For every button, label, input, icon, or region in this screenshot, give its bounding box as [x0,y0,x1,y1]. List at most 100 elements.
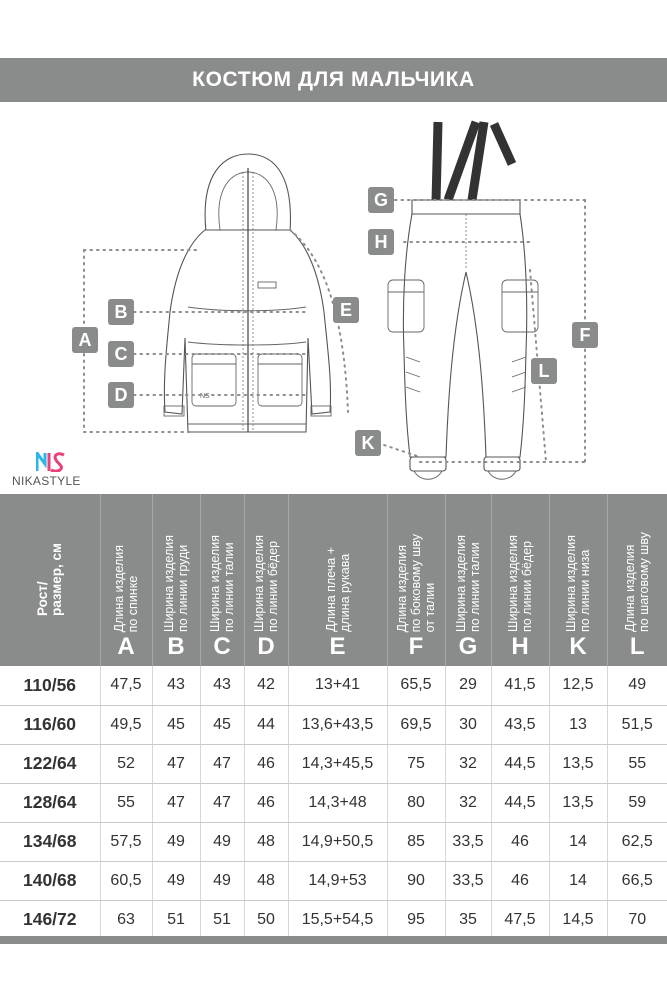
value-cell: 14,5 [549,900,608,939]
label-f: F [572,322,598,348]
value-cell: 46 [244,783,289,823]
bottom-bar [0,936,667,944]
value-cell: 49 [152,822,201,862]
value-cell: 13,5 [549,744,608,784]
label-e: E [333,297,359,323]
svg-text:NS: NS [200,393,210,400]
value-cell: 32 [445,783,492,823]
value-cell: 59 [607,783,667,823]
size-cell: 140/68 [0,861,101,901]
pants-illustration [387,120,539,480]
brand-logo: NIKASTYLE [12,452,92,488]
value-cell: 50 [244,900,289,939]
value-cell: 44 [244,705,289,745]
value-cell: 49 [152,861,201,901]
value-cell: 51 [152,900,201,939]
value-cell: 47,5 [491,900,550,939]
value-cell: 47 [200,744,245,784]
value-cell: 42 [244,666,289,706]
nikastyle-logo-icon [36,452,65,472]
value-cell: 43,5 [491,705,550,745]
label-d: D [108,382,134,408]
value-cell: 14 [549,861,608,901]
value-cell: 57,5 [100,822,153,862]
value-cell: 60,5 [100,861,153,901]
value-cell: 33,5 [445,822,492,862]
size-cell: 116/60 [0,705,101,745]
value-cell: 13 [549,705,608,745]
value-cell: 32 [445,744,492,784]
size-cell: 122/64 [0,744,101,784]
value-cell: 90 [387,861,446,901]
page-title: КОСТЮМ ДЛЯ МАЛЬЧИКА [0,58,667,102]
value-cell: 45 [200,705,245,745]
size-cell: 146/72 [0,900,101,939]
value-cell: 47 [200,783,245,823]
value-cell: 41,5 [491,666,550,706]
value-cell: 14,9+53 [288,861,388,901]
size-cell: 134/68 [0,822,101,862]
size-chart-table: Рост/ размер, см Длина изделия по спинке… [0,494,667,939]
label-b: B [108,299,134,325]
value-cell: 66,5 [607,861,667,901]
value-cell: 43 [152,666,201,706]
jacket-illustration: NS [163,153,332,433]
value-cell: 30 [445,705,492,745]
value-cell: 47 [152,744,201,784]
value-cell: 47 [152,783,201,823]
value-cell: 46 [244,744,289,784]
value-cell: 46 [491,861,550,901]
value-cell: 95 [387,900,446,939]
value-cell: 29 [445,666,492,706]
value-cell: 55 [100,783,153,823]
value-cell: 49 [200,861,245,901]
value-cell: 49 [607,666,667,706]
value-cell: 12,5 [549,666,608,706]
value-cell: 85 [387,822,446,862]
value-cell: 49 [200,822,245,862]
label-c: C [108,341,134,367]
label-k: K [355,430,381,456]
size-cell: 128/64 [0,783,101,823]
value-cell: 65,5 [387,666,446,706]
value-cell: 48 [244,861,289,901]
value-cell: 69,5 [387,705,446,745]
value-cell: 51,5 [607,705,667,745]
value-cell: 14 [549,822,608,862]
value-cell: 55 [607,744,667,784]
value-cell: 48 [244,822,289,862]
value-cell: 43 [200,666,245,706]
label-a: A [72,327,98,353]
label-g: G [368,187,394,213]
value-cell: 63 [100,900,153,939]
value-cell: 45 [152,705,201,745]
garment-diagram: NS [83,120,586,480]
value-cell: 70 [628,910,647,928]
value-cell: 46 [491,822,550,862]
value-cell: 35 [445,900,492,939]
value-cell: 14,3+48 [288,783,388,823]
value-cell: 13+41 [288,666,388,706]
value-cell: 49,5 [100,705,153,745]
value-cell: 75 [387,744,446,784]
brand-name: NIKASTYLE [12,474,81,488]
value-cell: 14,9+50,5 [288,822,388,862]
value-cell: 44,5 [491,783,550,823]
header-size: Рост/ размер, см [0,494,101,666]
value-cell: 52 [100,744,153,784]
